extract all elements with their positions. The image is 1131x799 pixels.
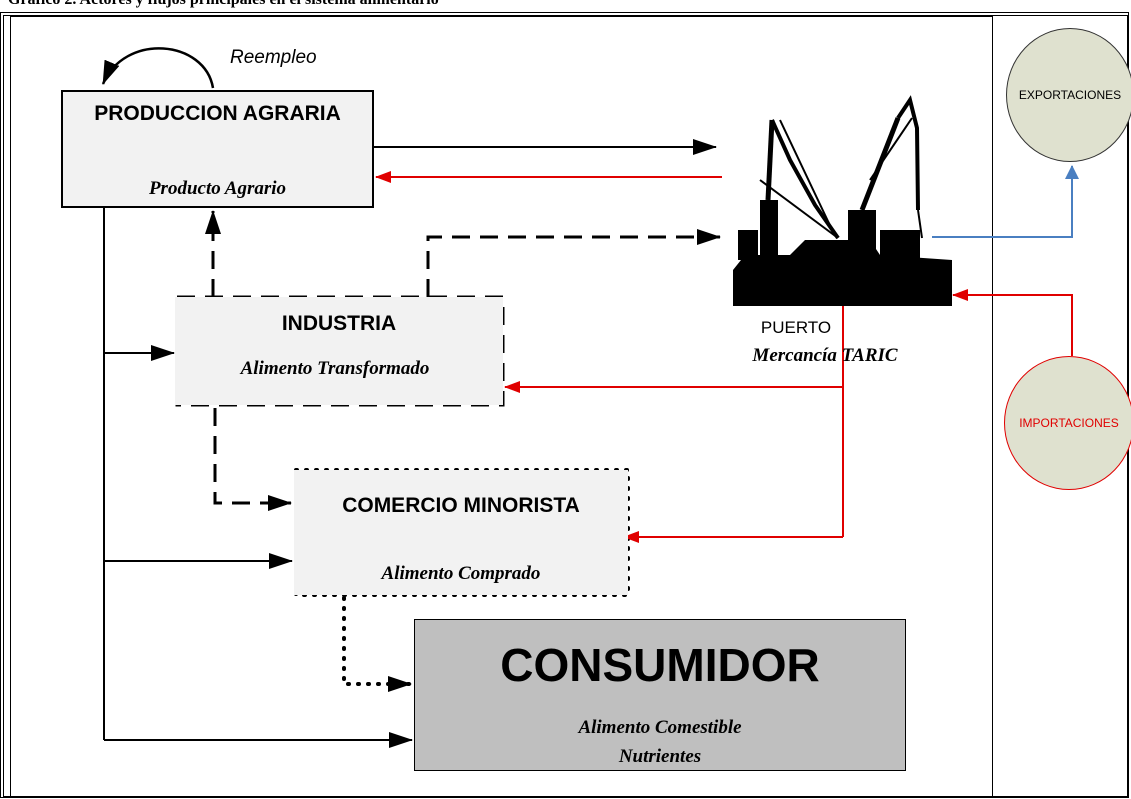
node-produccion-agraria: PRODUCCION AGRARIA Producto Agrario (61, 90, 374, 208)
node-exportaciones: EXPORTACIONES (1006, 28, 1131, 162)
node-consumidor: CONSUMIDOR Alimento Comestible Nutriente… (414, 619, 906, 771)
puerto-sub: Mercancía TARIC (752, 345, 898, 366)
arrow-industria-to-comercio (213, 408, 292, 511)
consumidor-label: CONSUMIDOR (500, 639, 820, 691)
arrow-importaciones-to-puerto (952, 289, 1073, 356)
diagram-title: Gráfico 2. Actores y flujos principales … (8, 0, 439, 9)
industria-label: INDUSTRIA (281, 312, 397, 335)
exportaciones-label: EXPORTACIONES (1018, 88, 1122, 102)
port-cranes-icon (733, 95, 952, 306)
arrow-comercio-to-consumidor (342, 596, 413, 692)
reempleo-label: Reempleo (230, 47, 317, 68)
importaciones-label: IMPORTACIONES (1019, 416, 1119, 430)
node-importaciones: IMPORTACIONES (1004, 356, 1131, 490)
consumidor-sub: Alimento Comestible Nutrientes (415, 713, 905, 771)
reempleo-loop-arrow (101, 47, 215, 89)
produccion-label: PRODUCCION AGRARIA (94, 102, 341, 125)
arrow-industria-to-puerto (426, 229, 721, 297)
node-comercio-minorista: COMERCIO MINORISTA Alimento Comprado (294, 470, 628, 595)
arrow-puerto-to-exportaciones (932, 165, 1079, 238)
comercio-label: COMERCIO MINORISTA (342, 494, 580, 517)
comercio-sub: Alimento Comprado (381, 563, 541, 584)
consumidor-sub-line1: Alimento Comestible (578, 717, 742, 738)
diagram-panel (10, 16, 993, 798)
industria-sub: Alimento Transformado (240, 358, 430, 379)
consumidor-sub-line2: Nutrientes (618, 746, 702, 767)
puerto-label: PUERTO (760, 318, 832, 337)
produccion-sub: Producto Agrario (148, 178, 287, 199)
node-industria: INDUSTRIA Alimento Transformado (175, 297, 503, 405)
